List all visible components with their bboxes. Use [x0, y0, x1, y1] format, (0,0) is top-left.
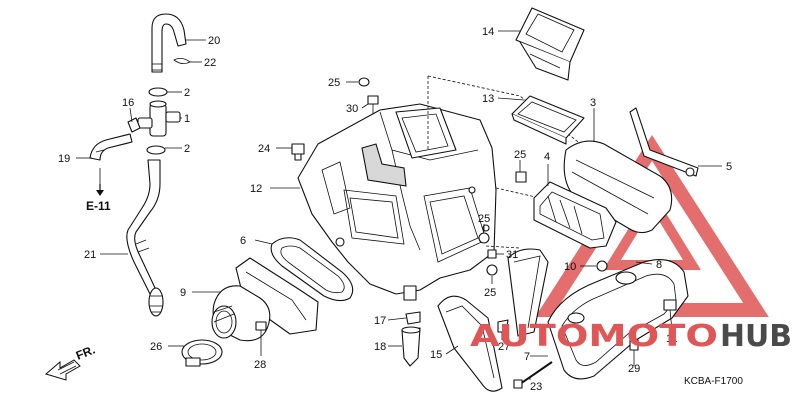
callout-22: 22 — [204, 57, 216, 69]
clamp-2-upper — [148, 87, 168, 97]
bracket-5 — [629, 107, 699, 177]
breather-hose-20 — [151, 13, 187, 73]
callout-6: 6 — [240, 235, 246, 247]
band-26 — [181, 339, 223, 367]
diagram-code: KCBA-F1700 — [684, 376, 743, 387]
callout-14: 14 — [482, 26, 494, 38]
reference-label: E-11 — [86, 199, 111, 213]
callout-13: 13 — [482, 93, 494, 105]
bolt-24 — [291, 143, 305, 161]
bolt-29 — [629, 339, 639, 360]
seal-6 — [270, 237, 354, 302]
clip-22 — [173, 58, 191, 64]
dashed-lines — [427, 75, 597, 249]
watermark-hub: HUB — [720, 319, 792, 354]
clip-17 — [405, 311, 421, 325]
callout-9: 9 — [180, 287, 186, 299]
cap-18 — [401, 326, 421, 367]
watermark-text: AUTOMOTO HUB — [470, 319, 792, 354]
callout-7: 7 — [524, 351, 530, 363]
side-cover-8 — [547, 259, 689, 380]
band-7 — [507, 248, 549, 337]
callout-17: 17 — [374, 315, 386, 327]
grommet-25-lower — [486, 264, 498, 276]
outer-cover-3 — [563, 140, 673, 234]
callout-27: 27 — [498, 341, 510, 353]
screw-31 — [487, 249, 497, 259]
screw-30 — [367, 95, 379, 114]
grommet-25-middle — [478, 232, 490, 244]
leader-lines — [76, 30, 722, 380]
callout-3: 3 — [590, 97, 596, 109]
front-arrow: FR. — [44, 343, 97, 381]
callout-12: 12 — [250, 183, 262, 195]
callout-2-lower: 2 — [184, 143, 190, 155]
grommet-25-upper — [358, 77, 370, 87]
grommet-25-right — [515, 171, 527, 183]
callout-30: 30 — [346, 103, 358, 115]
watermark-automoto: AUTOMOTO — [470, 319, 718, 354]
callout-numbers: 20 22 2 1 2 16 19 21 9 26 28 6 12 24 25 … — [58, 26, 732, 393]
callout-16: 16 — [122, 97, 134, 109]
callout-25-lower: 25 — [484, 287, 496, 299]
callout-28: 28 — [254, 359, 266, 371]
bolt-23 — [513, 361, 553, 389]
filter-element-13 — [511, 95, 585, 145]
callout-25-right: 25 — [514, 149, 526, 161]
joint-1 — [137, 100, 181, 137]
callout-2-upper: 2 — [184, 87, 190, 99]
grommet-10 — [596, 260, 608, 272]
callout-8: 8 — [656, 259, 662, 271]
drain-tube-21 — [126, 159, 164, 317]
callout-1: 1 — [184, 113, 190, 125]
callout-5: 5 — [726, 161, 732, 173]
collar-11 — [663, 299, 677, 311]
callout-31: 31 — [506, 249, 518, 261]
callout-25-upper: 25 — [328, 77, 340, 89]
reference-e11: E-11 — [86, 184, 111, 213]
callout-11: 11 — [666, 333, 677, 345]
callout-10: 10 — [564, 261, 576, 273]
cover-15 — [437, 295, 503, 392]
air-cleaner-case-12 — [297, 103, 497, 301]
callout-4: 4 — [544, 151, 550, 163]
clip-27 — [497, 319, 509, 333]
hose-19 — [89, 133, 133, 161]
callout-20: 20 — [208, 35, 220, 47]
callout-15: 15 — [430, 349, 442, 361]
front-label: FR. — [74, 343, 97, 363]
clamp-2-lower — [146, 145, 166, 155]
callout-21: 21 — [84, 249, 96, 261]
duct-14 — [515, 7, 585, 81]
callout-24: 24 — [258, 143, 270, 155]
callout-18: 18 — [374, 341, 386, 353]
screw-28 — [255, 321, 267, 344]
filter-4 — [533, 181, 617, 249]
callout-29: 29 — [628, 363, 640, 375]
callout-19: 19 — [58, 153, 70, 165]
callout-26: 26 — [150, 341, 162, 353]
tube-16 — [127, 117, 141, 133]
callout-25-middle: 25 — [478, 213, 490, 225]
callout-23: 23 — [530, 381, 542, 393]
